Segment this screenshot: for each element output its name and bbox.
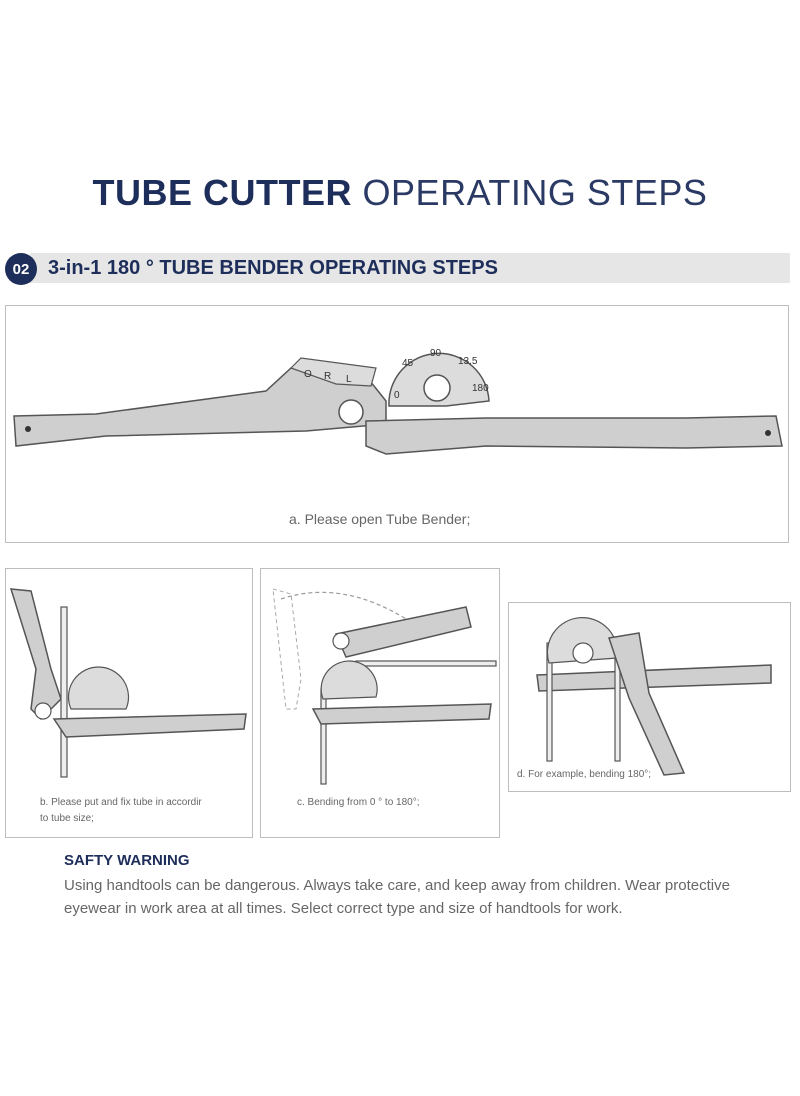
marking-plate xyxy=(289,357,377,387)
bender-body xyxy=(311,703,492,725)
pivot-hole xyxy=(34,702,52,720)
tube xyxy=(60,606,68,778)
rivet xyxy=(765,430,771,436)
ghost-handle xyxy=(272,588,302,710)
step-d-illustration xyxy=(536,617,772,776)
step-c-caption: c. Bending from 0 ° to 180°; xyxy=(297,797,420,808)
bender-body xyxy=(52,713,247,738)
dial-label: 180 xyxy=(472,383,489,394)
step-c-illustration xyxy=(272,588,497,785)
step-c-panel: c. Bending from 0 ° to 180°; xyxy=(260,568,500,838)
motion-path xyxy=(280,591,407,620)
bender-handle xyxy=(334,606,472,658)
section-number-badge: 02 xyxy=(5,253,37,285)
page-title-bold: TUBE CUTTER xyxy=(92,172,353,213)
bender-body xyxy=(536,664,772,692)
bender-handle xyxy=(608,632,686,776)
step-a-caption: a. Please open Tube Bender; xyxy=(289,511,471,527)
step-d-caption: d. For example, bending 180°; xyxy=(517,769,652,780)
bender-handle xyxy=(9,588,62,721)
dial-label: 45 xyxy=(402,358,414,369)
pivot-hole xyxy=(332,632,350,650)
step-b-panel: b. Please put and fix tube in accordir t… xyxy=(5,568,253,838)
handle-marking: R xyxy=(324,371,331,382)
step-b-illustration xyxy=(9,588,247,778)
step-d-panel: d. For example, bending 180°; xyxy=(508,602,791,792)
page-title: TUBE CUTTER OPERATING STEPS xyxy=(0,172,800,214)
bending-dial xyxy=(320,660,378,700)
tube-vertical xyxy=(320,688,327,785)
tube xyxy=(355,660,497,667)
page-title-light: OPERATING STEPS xyxy=(362,172,708,213)
step-b-caption-line2: to tube size; xyxy=(40,813,94,824)
dial-label: 0 xyxy=(394,390,400,401)
safety-warning-title: SAFTY WARNING xyxy=(64,852,190,869)
dial-label: 90 xyxy=(430,348,442,359)
pivot-hole xyxy=(572,642,594,664)
handle-marking: O xyxy=(304,369,312,380)
step-b-caption: b. Please put and fix tube in accordir t… xyxy=(40,795,202,827)
rivet xyxy=(25,426,31,432)
dial-label: 13.5 xyxy=(458,356,478,367)
safety-warning-body: Using handtools can be dangerous. Always… xyxy=(64,877,730,917)
bending-dial xyxy=(67,666,130,710)
section-title: 3-in-1 180 ° TUBE BENDER OPERATING STEPS xyxy=(48,257,498,279)
step-a-panel: O R L 0 45 90 13.5 180 a. Please open Tu… xyxy=(5,305,789,543)
right-handle xyxy=(365,415,783,455)
pivot-hole xyxy=(338,399,364,425)
step-b-caption-line1: b. Please put and fix tube in accordir xyxy=(40,797,202,808)
section-header-bar xyxy=(30,253,790,283)
left-handle xyxy=(13,367,387,447)
dial-center-hole xyxy=(423,374,451,402)
step-a-illustration: O R L 0 45 90 13.5 180 xyxy=(13,348,783,455)
handle-marking: L xyxy=(346,374,352,385)
